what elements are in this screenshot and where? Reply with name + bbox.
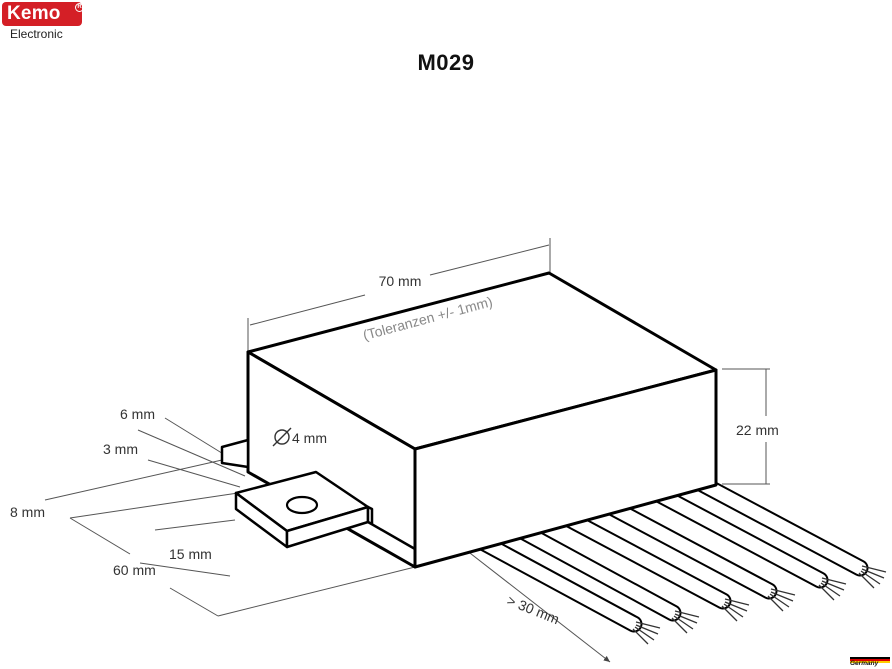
kemo-logo: Kemo R Electronic — [2, 2, 86, 41]
tab-length-label: 8 mm — [10, 504, 45, 520]
made-in-germany-badge: Germany — [850, 657, 890, 667]
logo-text: Kemo — [7, 3, 61, 24]
dimension-lines — [44, 238, 770, 663]
mounting-tab — [220, 438, 416, 551]
box-depth-label: 60 mm — [113, 562, 156, 578]
germany-label: Germany — [850, 660, 879, 667]
diameter-icon — [272, 427, 292, 447]
hole-diameter-label: 4 mm — [292, 430, 327, 446]
tab-offset-label: 3 mm — [103, 441, 138, 457]
german-flag-icon — [850, 657, 890, 663]
height-label: 22 mm — [736, 422, 779, 438]
tab-depth-label: 15 mm — [169, 546, 212, 562]
logo-subtitle: Electronic — [10, 27, 63, 41]
page-title: M029 — [417, 50, 475, 75]
logo-badge: Kemo — [2, 2, 82, 26]
registered-mark-icon: R — [75, 3, 84, 12]
wire-length-label: > 30 mm — [505, 592, 562, 627]
tab-width-label: 6 mm — [120, 406, 155, 422]
length-label: 70 mm — [379, 273, 422, 289]
